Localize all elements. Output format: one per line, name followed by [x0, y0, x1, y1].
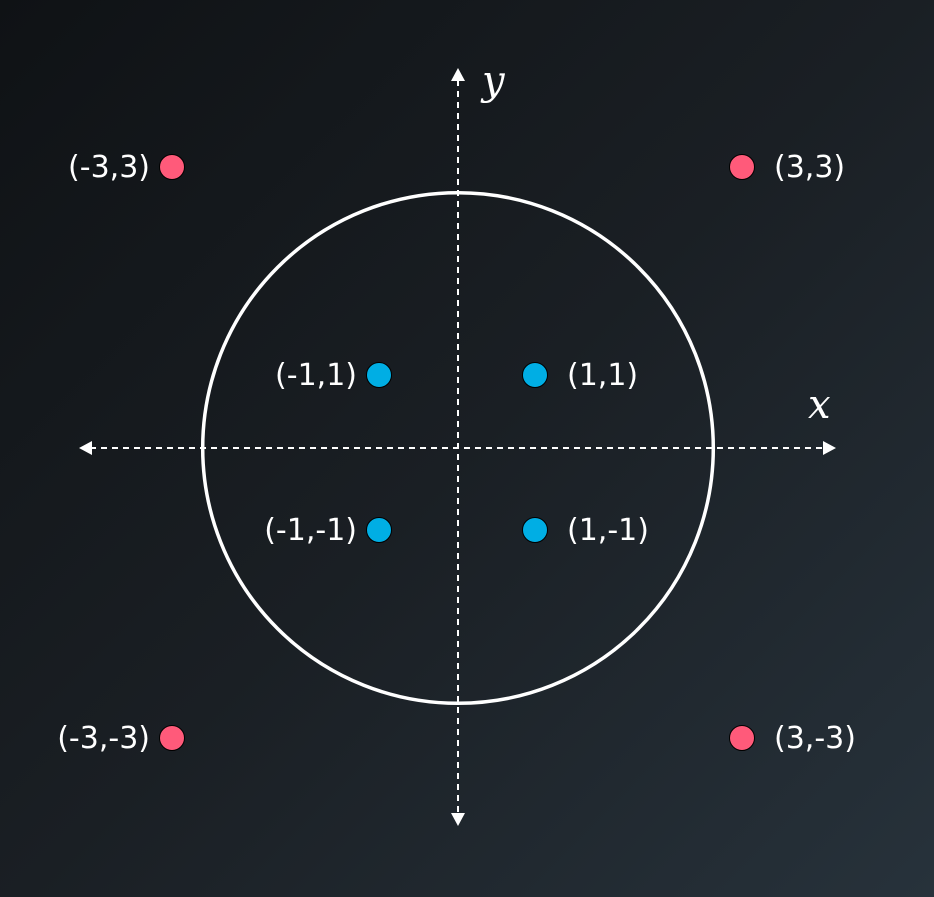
decision-boundary-circle — [200, 190, 716, 706]
point-label: (3,-3) — [774, 721, 856, 756]
point-label: (-3,3) — [68, 150, 150, 185]
y-axis — [451, 68, 465, 826]
point-label: (-3,-3) — [57, 721, 150, 756]
data-point — [522, 517, 548, 543]
data-point — [159, 725, 185, 751]
x-axis-right-arrow — [823, 441, 836, 455]
point-label: (-1,-1) — [264, 513, 357, 548]
point-label: (-1,1) — [275, 358, 357, 393]
data-point — [729, 725, 755, 751]
point-label: (3,3) — [774, 150, 845, 185]
data-points: (-1,1) (1,1) (-1,-1) (1,-1) (-3,3) (3,3) (-3,-… — [57, 150, 856, 756]
point-label: (1,1) — [567, 358, 638, 393]
y-axis-top-arrow — [451, 68, 465, 81]
data-point — [159, 154, 185, 180]
y-axis-bottom-arrow — [451, 813, 465, 826]
data-point — [366, 362, 392, 388]
x-axis-left-arrow — [79, 441, 92, 455]
data-point — [729, 154, 755, 180]
y-axis-label: y — [480, 58, 506, 104]
point-label: (1,-1) — [567, 513, 649, 548]
data-point — [522, 362, 548, 388]
x-axis-label: x — [808, 382, 831, 428]
data-point — [366, 517, 392, 543]
